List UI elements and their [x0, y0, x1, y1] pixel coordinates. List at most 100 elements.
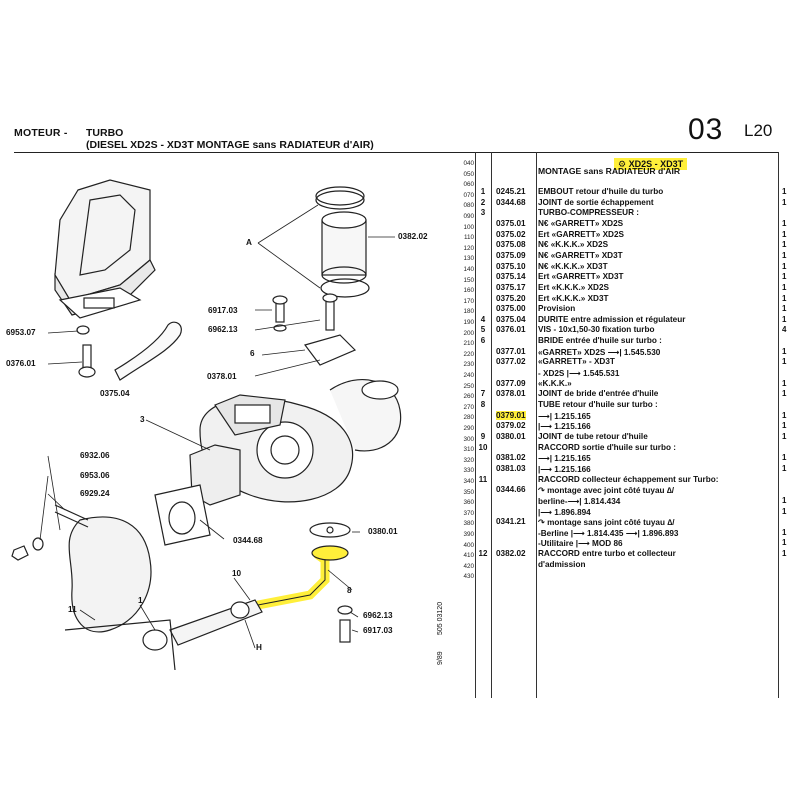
- row-code: 140: [463, 266, 474, 273]
- part-quantity: 4: [782, 325, 787, 335]
- label-10: 10: [232, 569, 242, 578]
- part-quantity: 1: [782, 527, 787, 537]
- row-code: 390: [463, 531, 474, 538]
- part-description: JOINT de sortie échappement: [538, 197, 654, 207]
- part-reference: 0344.66: [496, 485, 526, 495]
- part-description: berline-⟶| 1.814.434: [538, 496, 621, 506]
- part-description: Provision: [538, 304, 576, 314]
- engine-icon: ⚙: [618, 159, 627, 169]
- part-reference: 0377.02: [496, 357, 526, 367]
- label-0380-01: 0380.01: [368, 527, 398, 536]
- part-reference: 0375.00: [496, 304, 526, 314]
- part-description: d'admission: [538, 559, 586, 569]
- part-description: JOINT de bride d'entrée d'huile: [538, 389, 659, 399]
- part-reference: 0379.01: [496, 410, 526, 420]
- part-reference: 0375.20: [496, 293, 526, 303]
- part-description: TURBO-COMPRESSEUR :: [538, 208, 639, 218]
- label-0375-04: 0375.04: [100, 389, 130, 398]
- column-divider: [536, 152, 537, 698]
- part-description: N€ «GARRETT» XD3T: [538, 250, 623, 260]
- part-reference: 0245.21: [496, 187, 526, 196]
- row-code: 430: [463, 573, 474, 581]
- title-line-1: TURBO: [86, 127, 124, 139]
- row-code: 040: [463, 160, 474, 167]
- part-quantity: 1: [782, 218, 787, 228]
- part-description: Ert «GARRETT» XD3T: [538, 272, 624, 282]
- part-reference: 0376.01: [496, 325, 526, 335]
- side-date: 9/89: [437, 651, 444, 665]
- part-reference: 0375.10: [496, 261, 526, 271]
- part-reference: 0379.02: [496, 421, 526, 431]
- row-code: 290: [463, 425, 474, 432]
- part-description: BRIDE entrée d'huile sur turbo :: [538, 336, 662, 346]
- part-description: ⟶| 1.215.165: [538, 411, 591, 421]
- part-description: ⟶| 1.215.165: [538, 454, 591, 464]
- part-reference: 0341.21: [496, 517, 526, 527]
- row-code: 100: [463, 223, 474, 231]
- part-quantity: 1: [782, 250, 787, 260]
- row-index: 11: [478, 474, 488, 484]
- row-code: 400: [463, 541, 474, 549]
- part-reference: 0375.04: [496, 314, 526, 324]
- row-code: 200: [463, 329, 474, 337]
- parts-heading: ⚙ XD2S - XD3T: [614, 154, 688, 172]
- part-quantity: 1: [782, 304, 787, 314]
- row-code: 270: [463, 403, 474, 411]
- part-quantity: 1: [782, 453, 787, 463]
- label-h: H: [256, 643, 262, 652]
- title-line-2: (DIESEL XD2S - XD3T MONTAGE sans RADIATE…: [86, 139, 374, 151]
- part-description: «GARRETT» - XD3T: [538, 357, 615, 367]
- part-reference: 0377.01: [496, 346, 526, 356]
- part-description: Ert «K.K.K.» XD3T: [538, 293, 609, 303]
- row-code: 190: [463, 319, 474, 326]
- engine-heading: ⚙ XD2S - XD3T: [614, 158, 688, 170]
- part-description: «GARRET» XD2S ⟶| 1.545.530: [538, 347, 661, 357]
- row-code: 130: [463, 255, 474, 263]
- part-description: |⟶ 1.215.166: [538, 464, 591, 474]
- part-quantity: 1: [782, 378, 787, 388]
- column-divider: [778, 152, 779, 698]
- part-reference: 0344.68: [496, 197, 526, 207]
- part-description: EMBOUT retour d'huile du turbo: [538, 187, 664, 196]
- part-description: RACCORD collecteur échappement sur Turbo…: [538, 474, 719, 484]
- row-code: 420: [463, 562, 474, 570]
- row-code: 350: [463, 488, 474, 496]
- part-quantity: 1: [782, 197, 787, 207]
- part-description: «K.K.K.»: [538, 378, 572, 388]
- row-index: 1: [480, 187, 486, 196]
- page-code: L20: [744, 121, 773, 140]
- part-description: -Utilitaire |⟶ MOD 86: [538, 539, 623, 549]
- part-reference: 0375.01: [496, 218, 526, 228]
- row-code: 050: [463, 170, 474, 178]
- part-quantity: 1: [782, 272, 787, 282]
- row-index: 12: [478, 549, 488, 559]
- label-11: 11: [68, 605, 77, 614]
- section-label: MOTEUR -: [14, 127, 68, 139]
- row-code: 300: [463, 435, 474, 443]
- row-index: 5: [480, 325, 486, 335]
- part-description: Ert «K.K.K.» XD2S: [538, 282, 609, 292]
- part-reference: 0375.17: [496, 282, 526, 292]
- part-description: ↷ montage sans joint côté tuyau ∆/: [538, 518, 675, 528]
- part-quantity: 1: [782, 538, 787, 548]
- label-6962-13-top: 6962.13: [208, 325, 238, 334]
- part-reference: 0380.01: [496, 431, 526, 441]
- part-reference: 0382.02: [496, 549, 526, 559]
- label-a: A: [246, 238, 252, 247]
- part-quantity: 1: [782, 261, 787, 271]
- label-6917-03-top: 6917.03: [208, 306, 238, 315]
- part-reference: 0375.08: [496, 240, 526, 250]
- parts-subheading: MONTAGE sans RADIATEUR d'AIR: [538, 166, 681, 176]
- part-description: JOINT de tube retour d'huile: [538, 431, 648, 441]
- part-reference: 0375.14: [496, 272, 526, 282]
- part-description: N€ «K.K.K.» XD3T: [538, 261, 608, 271]
- part-reference: 0375.09: [496, 250, 526, 260]
- row-code: 070: [463, 191, 474, 199]
- part-description: RACCORD sortie d'huile sur turbo :: [538, 442, 676, 452]
- part-reference: 0381.02: [496, 453, 526, 463]
- part-quantity: 1: [782, 314, 787, 324]
- row-code: 210: [463, 340, 474, 348]
- row-index: 4: [480, 314, 486, 324]
- part-quantity: 1: [782, 463, 787, 473]
- row-code: 110: [463, 234, 474, 242]
